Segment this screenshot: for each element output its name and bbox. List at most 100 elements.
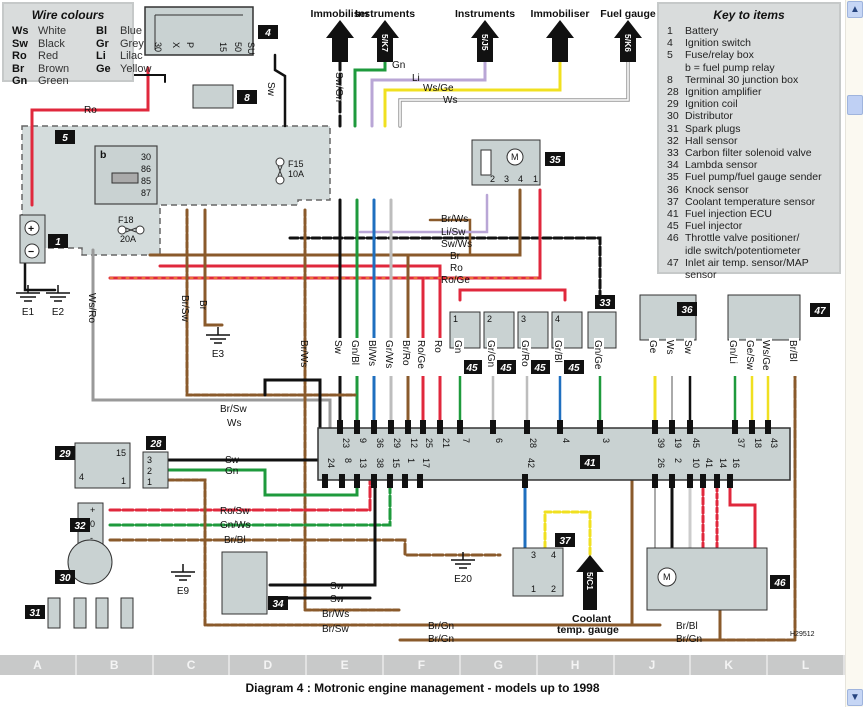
relay-label: b [100, 149, 106, 161]
key-item-label: Battery [685, 25, 719, 37]
component-badge: 28 [146, 436, 166, 450]
diagram-viewport: b 30 86 85 87 F15 10A F18 20A [0, 2, 845, 695]
fuel-pump-sender: M 2 3 4 1 [471, 139, 541, 186]
svg-text:36: 36 [375, 438, 385, 448]
svg-text:36: 36 [681, 305, 693, 316]
connection-label: Fuel gauge [600, 8, 656, 20]
wire-colour-code: Bl [96, 25, 107, 37]
ecu-bottom-pin: 41 [700, 458, 714, 488]
svg-text:32: 32 [74, 521, 86, 532]
key-item-number: 47 [667, 256, 679, 269]
ecu-top-pin: 29 [388, 420, 402, 448]
svg-text:Br/Bl: Br/Bl [676, 621, 698, 632]
ignition-switch: 30 X P 15 50 SU [144, 6, 256, 56]
wire-colour-name: Green [38, 75, 69, 87]
ecu-top-pin: 9 [354, 420, 368, 443]
key-item-label: Ignition amplifier [685, 86, 762, 99]
svg-text:Br/Gn: Br/Gn [428, 621, 454, 632]
wire-label: Br/Ro [400, 340, 411, 366]
key-item-number: 30 [667, 110, 679, 123]
map-sensor [727, 294, 801, 341]
key-item: idle switch/potentiometer [667, 245, 839, 257]
svg-text:Ro: Ro [450, 263, 463, 274]
ecu-top-pin: 12 [405, 420, 419, 448]
ecu-top-pin: 43 [765, 420, 779, 448]
wire-colour-name: Blue [120, 25, 143, 37]
fuse-f18-name: F18 [118, 215, 134, 225]
component-badge: 36 [677, 302, 697, 316]
wire-label: Gr/Ws [383, 340, 394, 368]
wire-label: Gn/Ge [592, 340, 603, 370]
scroll-thumb[interactable] [847, 95, 863, 115]
key-item-label: Carbon filter solenoid valve [685, 147, 812, 160]
svg-text:3: 3 [531, 550, 536, 560]
svg-text:19: 19 [673, 438, 683, 448]
svg-text:Br/Bl: Br/Bl [224, 535, 246, 546]
key-item-number: 33 [667, 147, 679, 160]
scroll-down-icon[interactable]: ▼ [847, 689, 863, 706]
earth-label: E3 [212, 349, 225, 360]
battery-minus-icon: − [28, 246, 34, 258]
relay-pin-86: 86 [141, 164, 151, 174]
ecu-top-pin: 28 [524, 420, 538, 448]
svg-text:2: 2 [490, 174, 495, 184]
ign-pin-15: 15 [218, 42, 228, 52]
svg-text:45: 45 [567, 363, 580, 374]
ecu-top-pin: 45 [687, 420, 701, 448]
wire-colour-code: Ge [96, 62, 111, 75]
vertical-scrollbar[interactable]: ▲ ▼ [845, 0, 863, 707]
key-item-number: 45 [667, 220, 679, 233]
key-item-number [667, 245, 685, 257]
svg-text:2: 2 [551, 584, 556, 594]
svg-text:29: 29 [58, 449, 71, 460]
svg-text:45: 45 [465, 363, 478, 374]
wire-label: Ws [664, 340, 675, 354]
wire-label: Sw [332, 340, 343, 355]
earth-symbol: E3 [206, 327, 230, 360]
ecu-bottom-pin: 13 [354, 458, 368, 488]
svg-text:33: 33 [599, 298, 611, 309]
svg-text:2: 2 [147, 466, 152, 476]
battery: + − [19, 214, 46, 264]
scroll-up-icon[interactable]: ▲ [847, 1, 863, 18]
component-badge: 30 [55, 570, 75, 584]
fuel-injectors: 1 2 3 4 [449, 311, 583, 349]
key-item-label: Ignition switch [685, 37, 751, 50]
wire-colour-name: Brown [38, 62, 70, 75]
svg-text:26: 26 [656, 458, 666, 468]
svg-text:3: 3 [147, 455, 152, 465]
ecu-bottom-pin: 10 [687, 458, 701, 488]
wire-label: Br/Bl [787, 340, 798, 362]
svg-text:Ws/Ge: Ws/Ge [423, 83, 454, 94]
svg-text:5: 5 [62, 133, 68, 144]
connection-ref: 5/K6 [623, 34, 633, 52]
svg-text:30: 30 [59, 573, 71, 584]
svg-text:4: 4 [561, 438, 571, 443]
ecu-top-pin: 3 [597, 420, 611, 443]
svg-text:Br/Ws: Br/Ws [322, 609, 349, 620]
fuse-relay-box: b 30 86 85 87 F15 10A F18 20A [21, 125, 331, 256]
grid-column-e: E [307, 655, 385, 675]
key-item-label: b = fuel pump relay [685, 61, 775, 74]
svg-text:Br/Ws: Br/Ws [298, 340, 309, 367]
carbon-filter-valve [587, 311, 617, 349]
svg-text:2: 2 [673, 458, 683, 463]
key-item-label: Coolant temperature sensor [685, 195, 816, 208]
coolant-gauge-arrow: 5/C1 [576, 555, 604, 610]
svg-text:43: 43 [769, 438, 779, 448]
relay-pin-87: 87 [141, 188, 151, 198]
relay-pin-30: 30 [141, 152, 151, 162]
svg-text:23: 23 [341, 438, 351, 448]
grid-column-j: J [615, 655, 692, 675]
ignition-coil [74, 442, 131, 489]
key-item-label: Fuel injector [685, 220, 743, 233]
svg-text:Gn/Ws: Gn/Ws [220, 520, 251, 531]
svg-text:1: 1 [121, 476, 126, 486]
earth-symbol: E1 [16, 285, 40, 318]
fuse-f15-name: F15 [288, 159, 304, 169]
connection-ref: 5/J5 [480, 34, 490, 51]
